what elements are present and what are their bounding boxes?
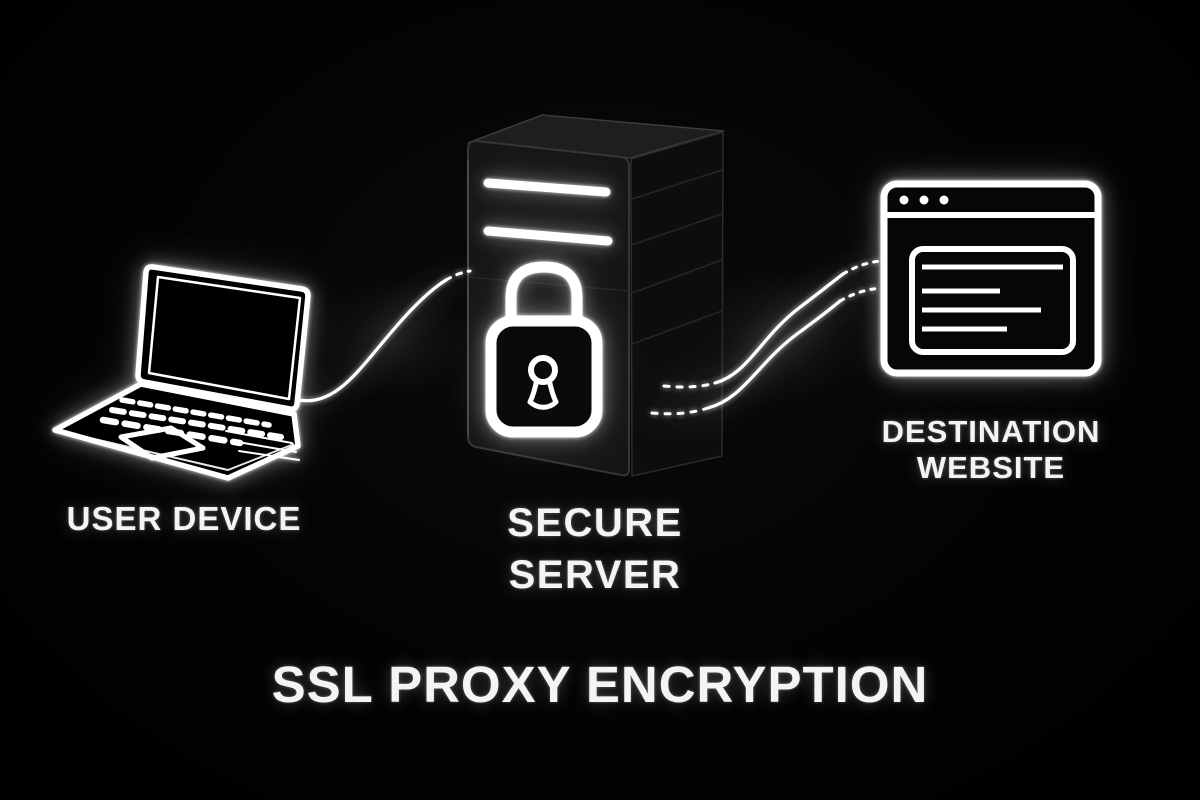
browser-window-icon xyxy=(880,180,1102,377)
server-slot-1 xyxy=(483,178,611,197)
destination-website-label-line1: DESTINATION xyxy=(881,414,1101,449)
destination-website-label-line2: WEBSITE xyxy=(916,450,1066,485)
laptop-base-rim xyxy=(63,431,295,471)
browser-frame xyxy=(880,180,1102,377)
destination-website-label: DESTINATION WEBSITE xyxy=(855,414,1127,486)
server-tower-icon xyxy=(467,114,725,477)
padlock-keyhole xyxy=(528,355,558,385)
server-side-face xyxy=(630,130,724,477)
laptop-trackpad xyxy=(118,425,206,461)
laptop-keyboard xyxy=(99,397,300,461)
padlock-shackle xyxy=(505,261,583,325)
padlock-icon xyxy=(485,261,603,438)
server-slot-2 xyxy=(483,226,613,246)
connection-user-to-server xyxy=(296,269,472,403)
secure-server-label-line2: SERVER xyxy=(508,553,682,597)
secure-server-label-line1: SECURE xyxy=(507,501,683,545)
diagram-title: SSL PROXY ENCRYPTION xyxy=(271,656,929,713)
laptop-display-inner xyxy=(147,275,302,401)
secure-server-label: SECURE SERVER xyxy=(470,497,720,601)
browser-window-dots xyxy=(899,195,949,205)
server-drive-slots xyxy=(483,178,613,246)
laptop-icon xyxy=(52,264,311,481)
padlock-keyhole-stem xyxy=(527,378,559,410)
browser-content-box xyxy=(909,246,1076,355)
laptop-screen xyxy=(135,264,311,412)
user-device-label: USER DEVICE xyxy=(66,500,302,537)
connection-server-to-website xyxy=(650,259,883,416)
server-side-panel-lines xyxy=(631,169,723,345)
server-front-panel-line xyxy=(467,276,630,292)
browser-text-lines xyxy=(922,264,1063,332)
